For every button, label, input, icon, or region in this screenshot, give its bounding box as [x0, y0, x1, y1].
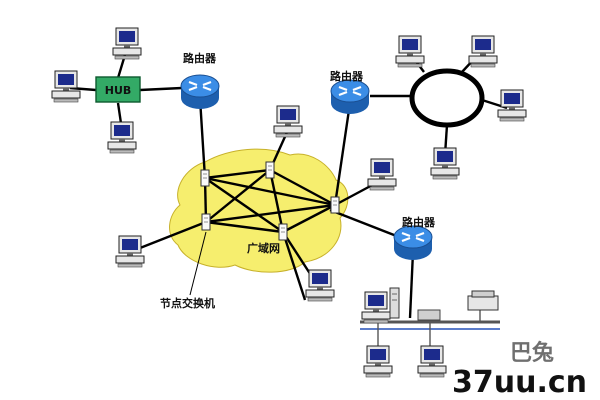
computer-icon	[112, 27, 142, 60]
router-icon	[392, 224, 434, 262]
network-box	[417, 309, 441, 321]
server-icon	[389, 287, 400, 319]
hub-device: HUB	[95, 76, 141, 103]
wan-label: 广域网	[247, 241, 280, 255]
computer-icon	[430, 147, 460, 180]
router-icon	[329, 78, 371, 116]
switch-node-icon	[330, 196, 340, 214]
computer-icon	[367, 158, 397, 191]
computer-icon	[273, 105, 303, 138]
router-label-center: 路由器	[330, 69, 364, 83]
hub-label: HUB	[105, 84, 132, 97]
watermark-faded: 巴兔	[510, 340, 554, 366]
computer-icon	[361, 291, 391, 324]
watermark-brand: 37uu.cn	[452, 365, 587, 400]
switch-node-icon	[201, 213, 211, 231]
computer-icon	[51, 70, 81, 103]
ring-network	[409, 68, 485, 128]
switch-node-icon	[265, 161, 275, 179]
router-label-right: 路由器	[402, 215, 436, 229]
computer-icon	[107, 121, 137, 154]
switch-node-icon	[278, 223, 288, 241]
printer-icon	[467, 290, 499, 311]
switch-node-icon	[200, 169, 210, 187]
node-switch-label: 节点交换机	[160, 296, 215, 310]
computer-icon	[497, 89, 527, 122]
computer-icon	[395, 35, 425, 68]
computer-icon	[115, 235, 145, 268]
computer-icon	[363, 345, 393, 378]
computer-icon	[468, 35, 498, 68]
computer-icon	[417, 345, 447, 378]
router-icon	[179, 73, 221, 111]
computer-icon	[305, 269, 335, 302]
router-label-left: 路由器	[183, 51, 217, 65]
